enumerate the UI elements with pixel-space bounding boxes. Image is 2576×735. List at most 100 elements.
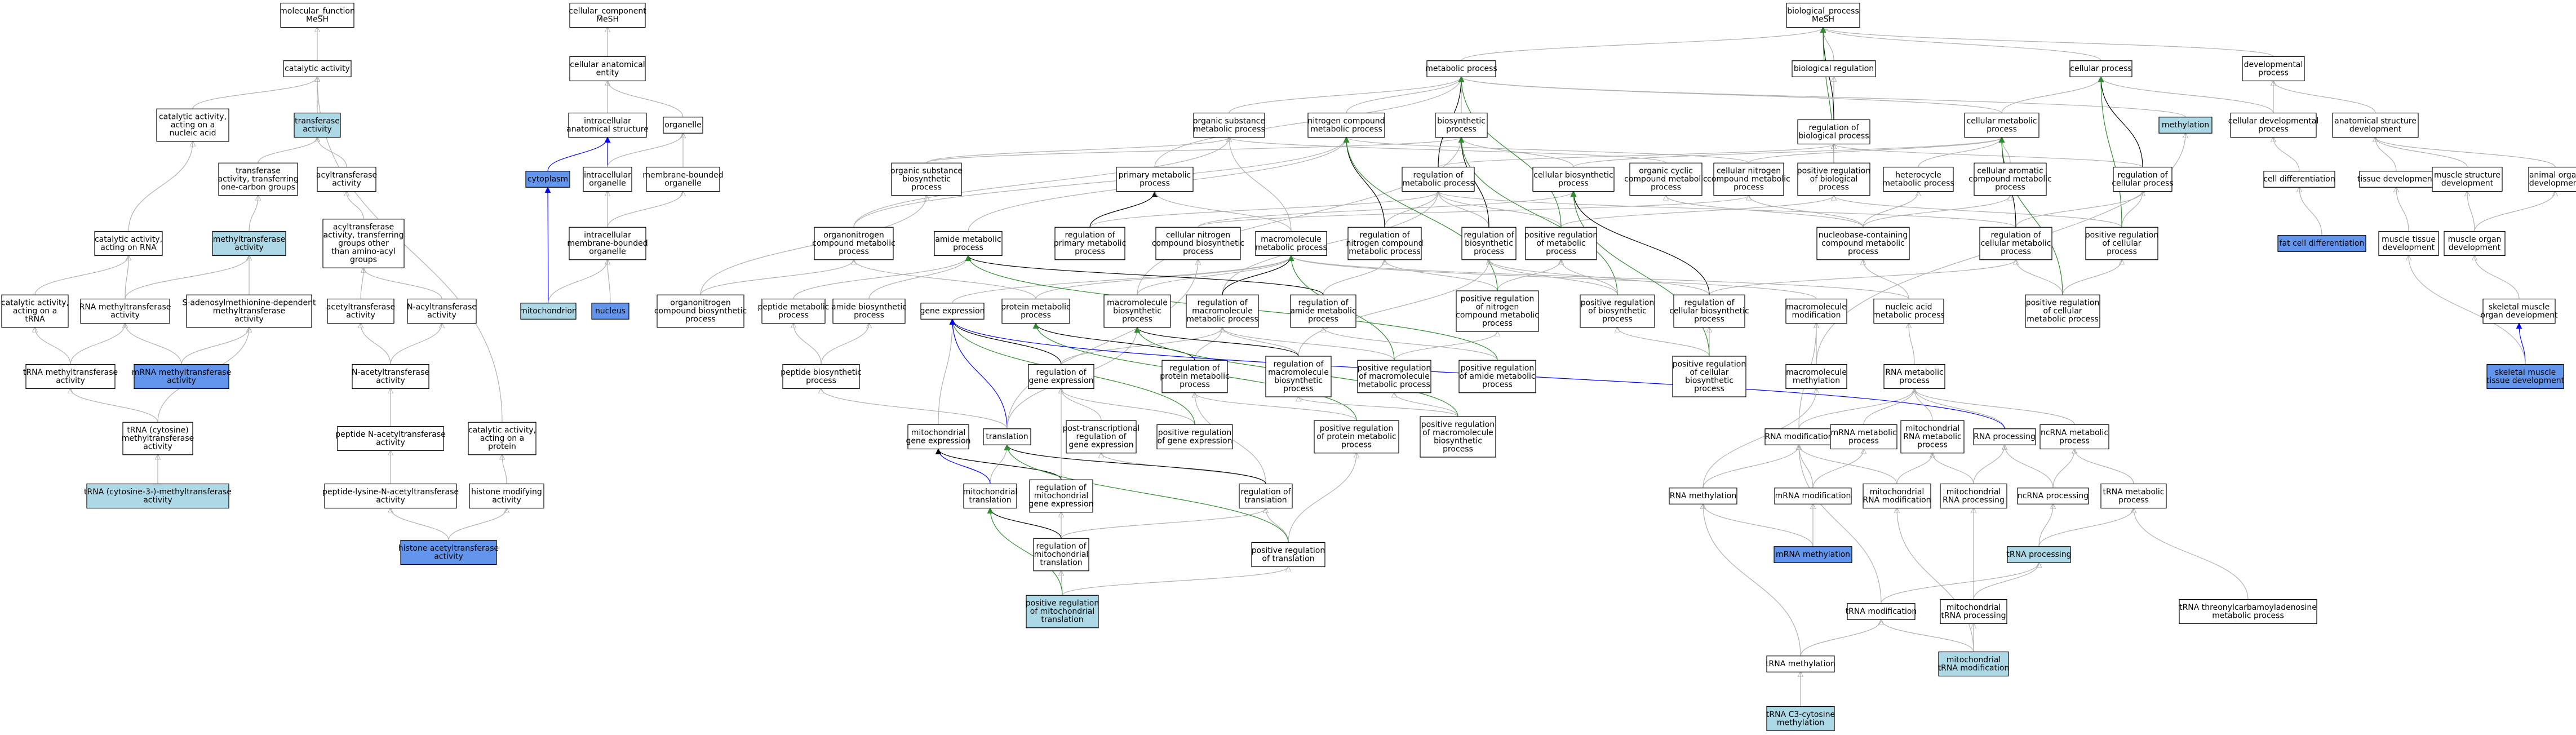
node-box <box>218 162 298 196</box>
node-label: process <box>1694 315 1724 324</box>
node-label: gene expression <box>906 436 971 445</box>
edge-musorg-to-musstruct <box>2467 192 2475 232</box>
node-box <box>1797 119 1870 145</box>
node-box <box>2230 112 2317 138</box>
node-box <box>1713 162 1784 196</box>
node-box <box>1290 294 1356 328</box>
node-box <box>80 298 170 324</box>
node-label: tRNA processing <box>1941 611 2006 620</box>
edge-mitotrnaproc-to-trnaproc <box>1973 563 2039 600</box>
node-tissdev: tissue development <box>2357 171 2436 188</box>
edge-cellnitbio-to-cellbiosyn <box>1198 192 1573 228</box>
edge-methylation-to-metab <box>1461 77 2186 118</box>
node-label: macromolecule <box>1786 368 1847 377</box>
node-mrnamod: mRNA modification <box>1774 488 1852 504</box>
node-ncrnaproc: ncRNA processing <box>2017 488 2089 504</box>
node-label: membrane-bounded <box>642 171 723 180</box>
edge-regtrans-to-translation <box>1004 444 1266 484</box>
node-label: of translation <box>1262 554 1314 563</box>
edge-reggeneexp-to-geneexp <box>949 318 1062 365</box>
edge-regmacrobio-to-macrobio <box>1134 326 1299 357</box>
node-label: heterocycle <box>1895 171 1941 180</box>
node-label: mitochondrial <box>1947 656 2001 665</box>
edge-regamidemeta-to-regnitmeta <box>1323 260 1385 295</box>
edge-protmeta-to-macrometa <box>1035 256 1291 299</box>
node-label: activity <box>234 243 264 252</box>
node-box <box>1458 360 1536 393</box>
node-label: macromolecule <box>1786 303 1847 312</box>
node-label: compound biosynthetic <box>1152 239 1244 248</box>
node-label: RNA modification <box>1863 495 1931 504</box>
node-box <box>520 303 577 320</box>
node-label: metabolic process <box>1349 247 1421 256</box>
node-box <box>1161 360 1228 393</box>
node-label: process <box>1694 384 1724 393</box>
node-label: protein <box>488 442 516 451</box>
node-box <box>1186 294 1259 328</box>
edge-macrometa-to-primmeta <box>1155 192 1292 232</box>
node-box <box>1255 231 1327 256</box>
edge-regmacrometa-to-macrometa <box>1222 255 1294 295</box>
node-box <box>1116 166 1194 192</box>
edge-celldiff-to-celldev <box>2273 138 2300 171</box>
edge-regbiosyn-to-biosyn <box>1458 136 1489 228</box>
node-label: mitochondrial <box>1034 492 1089 501</box>
node-label: positive regulation <box>1026 599 1099 608</box>
node-label: skeletal muscle <box>2489 303 2550 312</box>
edge-mitornamod-to-rnamod <box>1799 445 1897 484</box>
node-box <box>1766 656 1835 672</box>
node-box <box>2444 231 2506 256</box>
node-label: of mitochondrial <box>1030 607 1095 616</box>
node-geneexp: gene expression <box>920 303 985 320</box>
node-label: transferase <box>295 117 340 126</box>
node-trnaproc: tRNA processing <box>2006 546 2072 563</box>
node-label: animal organ <box>2529 171 2576 180</box>
node-label: positive regulation <box>1421 420 1495 429</box>
node-label: tRNA (cytosine-3-)-methyltransferase <box>84 488 232 497</box>
node-label: mRNA modification <box>1775 492 1851 501</box>
node-trnac35: tRNA (cytosine-3-)-methyltransferaseacti… <box>84 483 232 509</box>
edge-translation-to-pepbio <box>821 389 1008 429</box>
edge-posregamide-to-regamidemeta <box>1323 327 1498 361</box>
edge-posregmacrometa-to-regmacrometa <box>1222 327 1395 361</box>
node-label: of amide metabolic <box>1459 372 1535 381</box>
node-label: catalytic activity, <box>159 113 227 122</box>
node-label: of macromolecule <box>1422 428 1493 437</box>
node-label: nucleus <box>595 307 626 316</box>
node-box <box>1426 60 1496 77</box>
edge-cellnitbio-to-cellnit <box>1198 196 1749 228</box>
node-box <box>1673 294 1745 328</box>
node-label: process <box>1819 183 1849 192</box>
edge-trnacyt-to-trnamt <box>70 389 158 423</box>
edge-protmeta-to-orgnitmeta <box>854 260 1036 299</box>
node-box <box>963 483 1017 509</box>
edge-trnamt-to-cattrna <box>35 327 71 365</box>
edge-trnameth-to-rnameth <box>1703 504 1801 656</box>
node-box <box>468 422 537 455</box>
node-box <box>1764 428 1833 445</box>
node-label: mRNA methyltransferase <box>132 368 231 377</box>
edge-cellnit-to-nitmeta <box>1346 138 1749 163</box>
node-label: nucleic acid <box>169 129 216 138</box>
edge-catprot-to-catact <box>317 77 503 423</box>
edge-catnuc-to-catact <box>192 77 317 109</box>
node-box <box>1435 112 1488 138</box>
node-box <box>352 364 429 389</box>
node-box <box>1193 112 1265 138</box>
node-label: biosynthetic <box>1113 307 1161 316</box>
node-label: activity <box>427 311 456 320</box>
edge-trnamod-to-trnaproc <box>1881 563 2039 604</box>
edge-mito-to-imbo <box>548 260 608 303</box>
edge-posttrans-to-reggeneexp <box>1061 389 1102 421</box>
node-label: process <box>1180 380 1210 389</box>
